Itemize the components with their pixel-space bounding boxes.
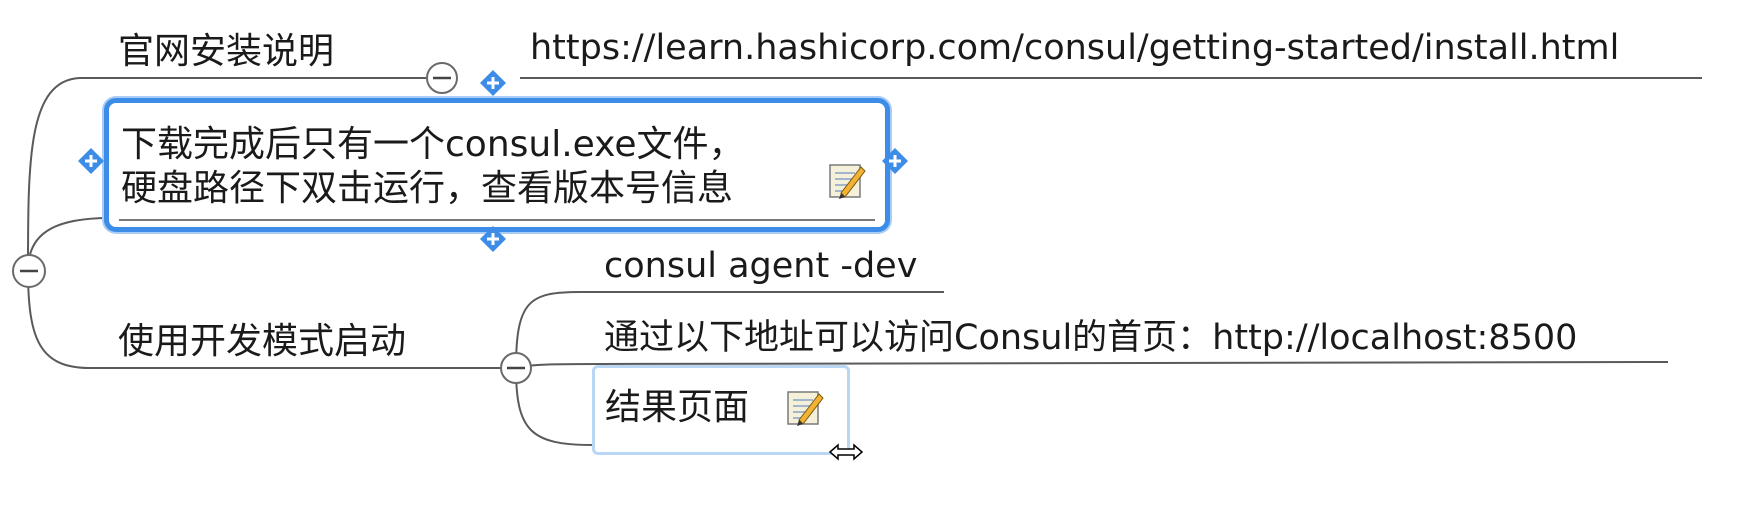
add-below-handle[interactable] — [478, 224, 508, 254]
connector-dev-mode — [27, 269, 516, 369]
connector-official-site — [27, 77, 440, 271]
result-page-node[interactable]: 结果页面 — [592, 365, 850, 455]
note-icon[interactable] — [785, 388, 825, 428]
dev-mode-label[interactable]: 使用开发模式启动 — [118, 321, 407, 362]
download-note-line1: 下载完成后只有一个consul.exe文件， — [121, 124, 745, 165]
connector-result-page — [515, 367, 593, 446]
download-note-underline — [119, 219, 875, 221]
download-note-node[interactable]: 下载完成后只有一个consul.exe文件， 硬盘路径下双击运行，查看版本号信息 — [104, 98, 890, 232]
official-site-collapse-button[interactable] — [424, 60, 460, 96]
result-page-label: 结果页面 — [605, 387, 750, 428]
download-note-line2: 硬盘路径下双击运行，查看版本号信息 — [121, 168, 734, 209]
official-site-label[interactable]: 官网安装说明 — [118, 31, 335, 72]
dev-mode-collapse-button[interactable] — [498, 350, 534, 386]
add-left-handle[interactable] — [76, 146, 106, 176]
root-collapse-button[interactable] — [10, 252, 48, 290]
agent-command-label[interactable]: consul agent -dev — [604, 246, 918, 286]
connector-agent-command — [515, 291, 944, 369]
note-icon[interactable] — [827, 161, 867, 201]
add-above-handle[interactable] — [478, 68, 508, 98]
homepage-note-label[interactable]: 通过以下地址可以访问Consul的首页：http://localhost:850… — [604, 318, 1578, 358]
add-right-handle[interactable] — [880, 146, 910, 176]
resize-cursor-icon — [828, 443, 864, 461]
install-url-link[interactable]: https://learn.hashicorp.com/consul/getti… — [530, 28, 1620, 68]
